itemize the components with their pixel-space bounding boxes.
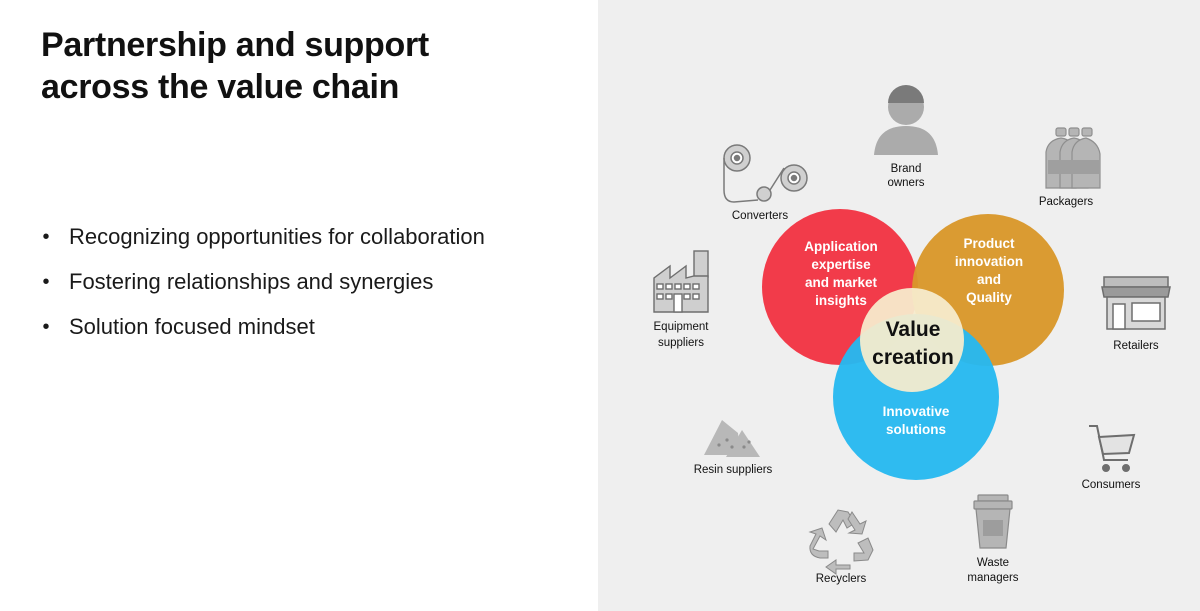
title-line-1: Partnership and support: [41, 26, 429, 64]
title-line-2: across the value chain: [41, 68, 400, 106]
product-line: Product: [963, 236, 1015, 251]
innovative-label: Innovative solutions: [883, 404, 950, 437]
application-label: Application expertise and market insight…: [804, 239, 878, 308]
bullet-text: Solution focused mindset: [69, 314, 315, 339]
stakeholder-label-waste-managers: Waste: [977, 557, 1009, 569]
bullet-item: • Fostering relationships and synergies: [40, 267, 485, 312]
product-line: and: [977, 272, 1001, 287]
bullet-dot: •: [42, 226, 50, 248]
slide-title: Partnership and support across the value…: [41, 24, 581, 108]
product-line: innovation: [955, 254, 1023, 269]
bullet-list: • Recognizing opportunities for collabora…: [40, 222, 485, 357]
resin-pellets-icon: [704, 420, 760, 457]
film-rolls-icon: [723, 144, 808, 203]
bullet-dot: •: [42, 271, 50, 293]
stakeholder-label-brand-owners: owners: [887, 177, 924, 189]
bullet-text: Recognizing opportunities for collaborat…: [69, 224, 485, 249]
waste-bin-icon: [973, 494, 1013, 549]
stakeholder-label-equipment-suppliers: Equipment: [654, 321, 710, 333]
stakeholder-label-resin-suppliers: Resin suppliers: [694, 464, 773, 476]
stakeholder-label-brand-owners: Brand: [891, 163, 922, 175]
center-line: creation: [872, 346, 954, 369]
innovative-line: solutions: [886, 422, 946, 437]
application-line: insights: [815, 293, 867, 308]
center-line: Value: [886, 318, 941, 341]
center-circle: [860, 288, 964, 392]
innovative-line: Innovative: [883, 404, 950, 419]
stakeholder-label-recyclers: Recyclers: [816, 573, 867, 585]
value-chain-diagram: Application expertise and market insight…: [653, 85, 1171, 585]
bullet-dot: •: [42, 316, 50, 338]
center-label: Value creation: [872, 318, 954, 369]
stakeholder-label-packagers: Packagers: [1039, 196, 1094, 208]
factory-icon: [653, 250, 709, 313]
bottles-icon: [1045, 127, 1101, 189]
bullet-item: • Recognizing opportunities for collabora…: [40, 222, 485, 267]
stakeholder-label-consumers: Consumers: [1082, 479, 1141, 491]
stakeholder-label-converters: Converters: [732, 210, 788, 222]
recycle-icon: [808, 509, 874, 575]
bullet-text: Fostering relationships and synergies: [69, 269, 434, 294]
person-icon: [874, 85, 938, 155]
storefront-icon: [1101, 276, 1171, 330]
shopping-cart-icon: [1089, 425, 1136, 472]
stakeholder-label-equipment-suppliers: suppliers: [658, 337, 704, 349]
stakeholder-label-retailers: Retailers: [1113, 340, 1159, 352]
bullet-item: • Solution focused mindset: [40, 312, 485, 357]
application-line: and market: [805, 275, 878, 290]
stakeholder-label-waste-managers: managers: [967, 572, 1018, 584]
text-panel: Partnership and support across the value…: [0, 0, 598, 611]
product-label: Product innovation and Quality: [955, 236, 1023, 305]
product-line: Quality: [966, 290, 1012, 305]
application-line: Application: [804, 239, 878, 254]
application-line: expertise: [811, 257, 871, 272]
